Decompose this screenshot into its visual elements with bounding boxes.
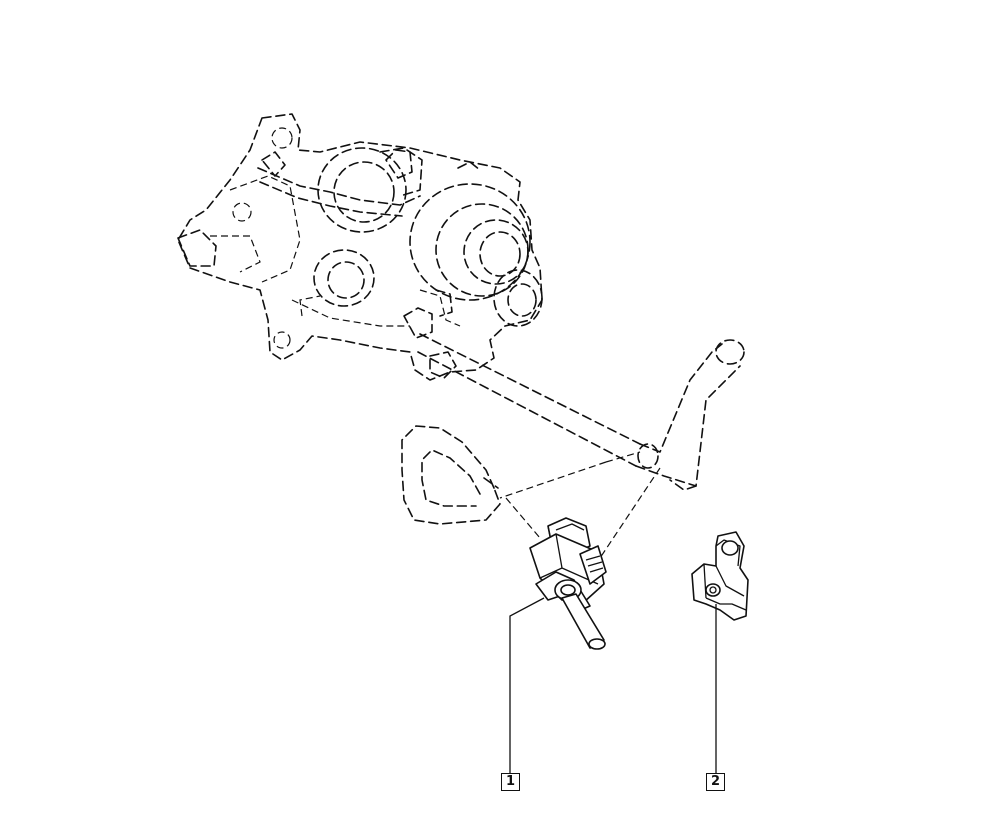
callout-2: 2: [706, 773, 725, 791]
leader-line-1: [509, 597, 545, 773]
turbocharger-ghost: [177, 113, 543, 381]
u-hose-ghost: [401, 425, 501, 525]
callout-1: 1: [501, 773, 520, 791]
solenoid-valve-part-1: [529, 517, 607, 650]
bracket-part-2: [691, 531, 749, 621]
connection-lines: [499, 451, 661, 559]
pipe-ghost: [417, 333, 745, 491]
leader-lines: [509, 597, 717, 773]
